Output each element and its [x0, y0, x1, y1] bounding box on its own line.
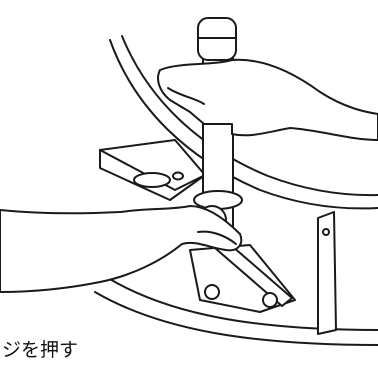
upper-hand-finger: [167, 87, 205, 105]
lower-hand-thumb: [197, 230, 237, 245]
frame-bracket-edge: [99, 149, 206, 201]
plate-bolt: [204, 284, 220, 300]
lower-hand: [0, 205, 243, 293]
leg-bar-hole: [322, 228, 330, 236]
arm-hole: [262, 292, 278, 308]
leg-bar: [317, 211, 337, 335]
bracket-pad: [133, 172, 171, 188]
instruction-caption: ジを押す: [0, 333, 182, 367]
bracket-screw: [172, 171, 184, 181]
